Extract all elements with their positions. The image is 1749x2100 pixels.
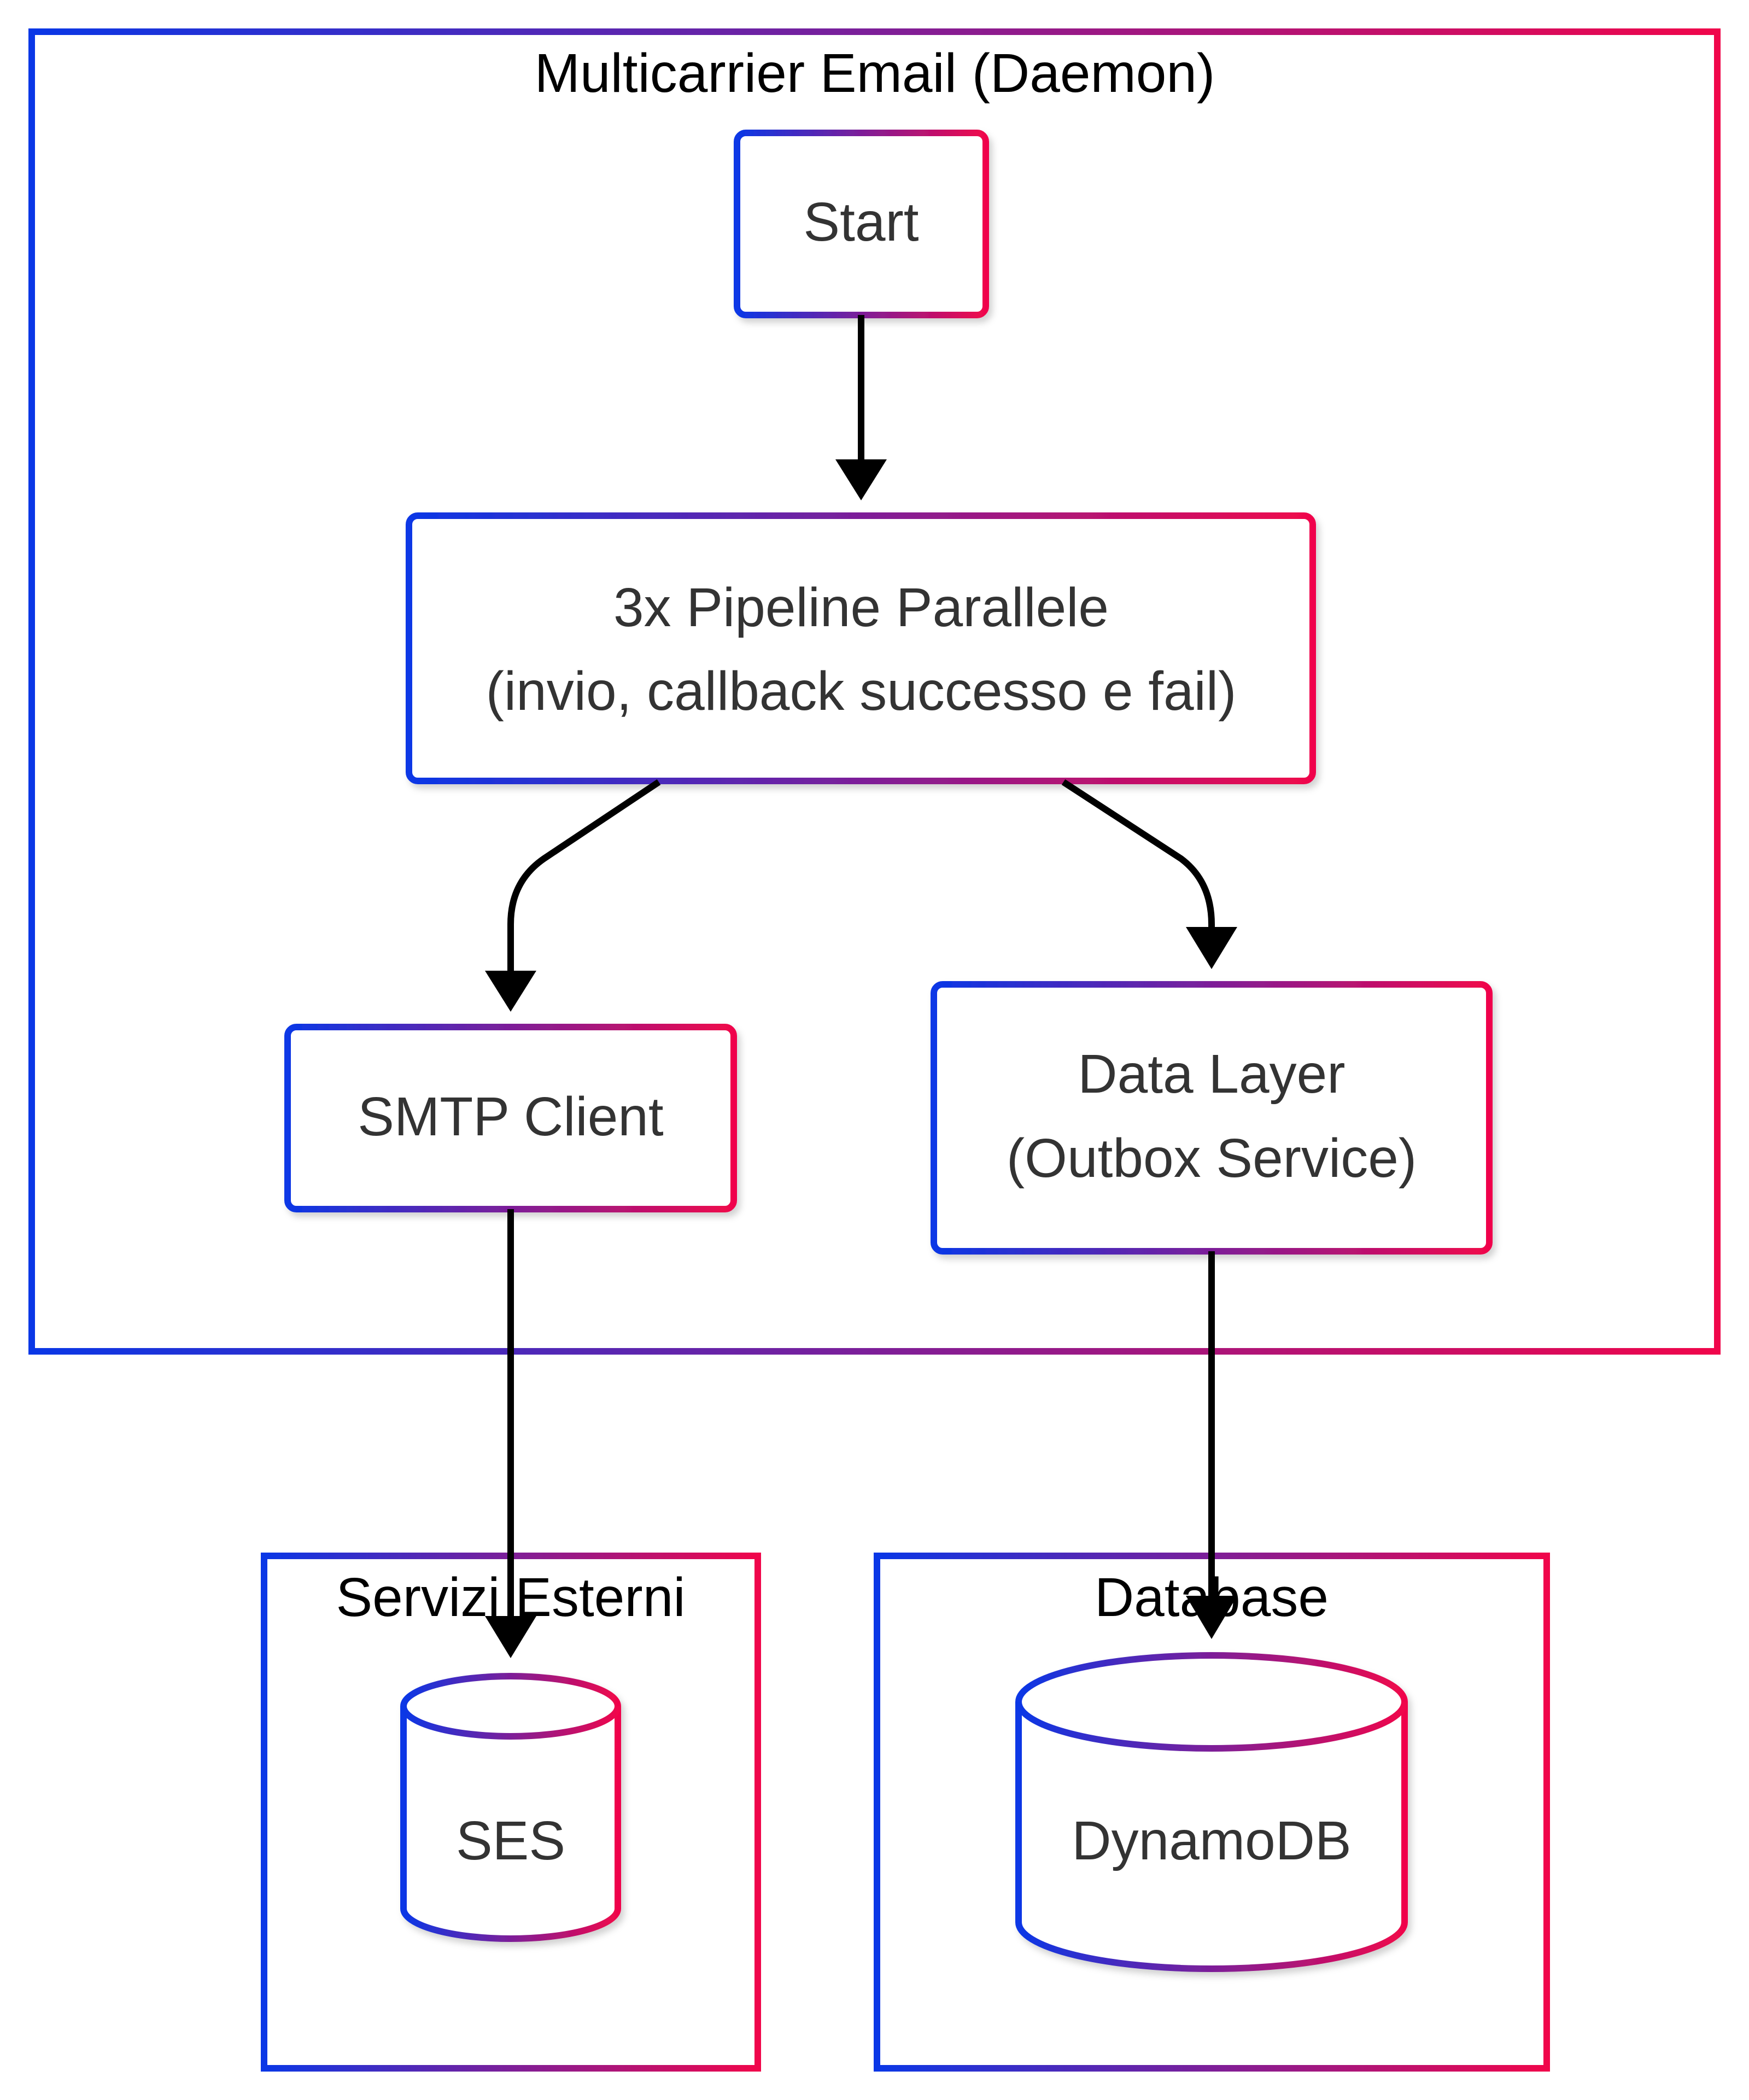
edge-start-to-pipeline: [835, 315, 887, 500]
node-start-label: Start: [803, 191, 919, 253]
node-data-layer-line1: Data Layer: [1078, 1043, 1345, 1105]
node-smtp-label: SMTP Client: [358, 1086, 664, 1147]
node-smtp-client[interactable]: SMTP Client: [284, 1024, 737, 1212]
edge-smtp-to-ses: [485, 1209, 536, 1658]
node-data-layer[interactable]: Data Layer (Outbox Service): [931, 981, 1493, 1255]
node-ses-label: SES: [456, 1810, 565, 1871]
node-dynamodb-label: DynamoDB: [1072, 1810, 1351, 1871]
edge-data-layer-to-dynamodb: [1186, 1251, 1237, 1639]
cluster-daemon-title: Multicarrier Email (Daemon): [535, 43, 1215, 104]
node-pipeline-line2: (invio, callback successo e fail): [486, 661, 1237, 722]
edge-pipeline-to-data-layer: [1061, 779, 1237, 969]
node-pipeline[interactable]: 3x Pipeline Parallele (invio, callback s…: [406, 512, 1316, 784]
edge-pipeline-to-smtp: [485, 779, 661, 1012]
node-dynamodb-database[interactable]: DynamoDB: [1015, 1652, 1408, 1972]
node-start[interactable]: Start: [734, 130, 989, 318]
node-pipeline-line1: 3x Pipeline Parallele: [613, 577, 1109, 638]
node-data-layer-line2: (Outbox Service): [1007, 1128, 1417, 1189]
node-ses-database[interactable]: SES: [400, 1673, 621, 1942]
